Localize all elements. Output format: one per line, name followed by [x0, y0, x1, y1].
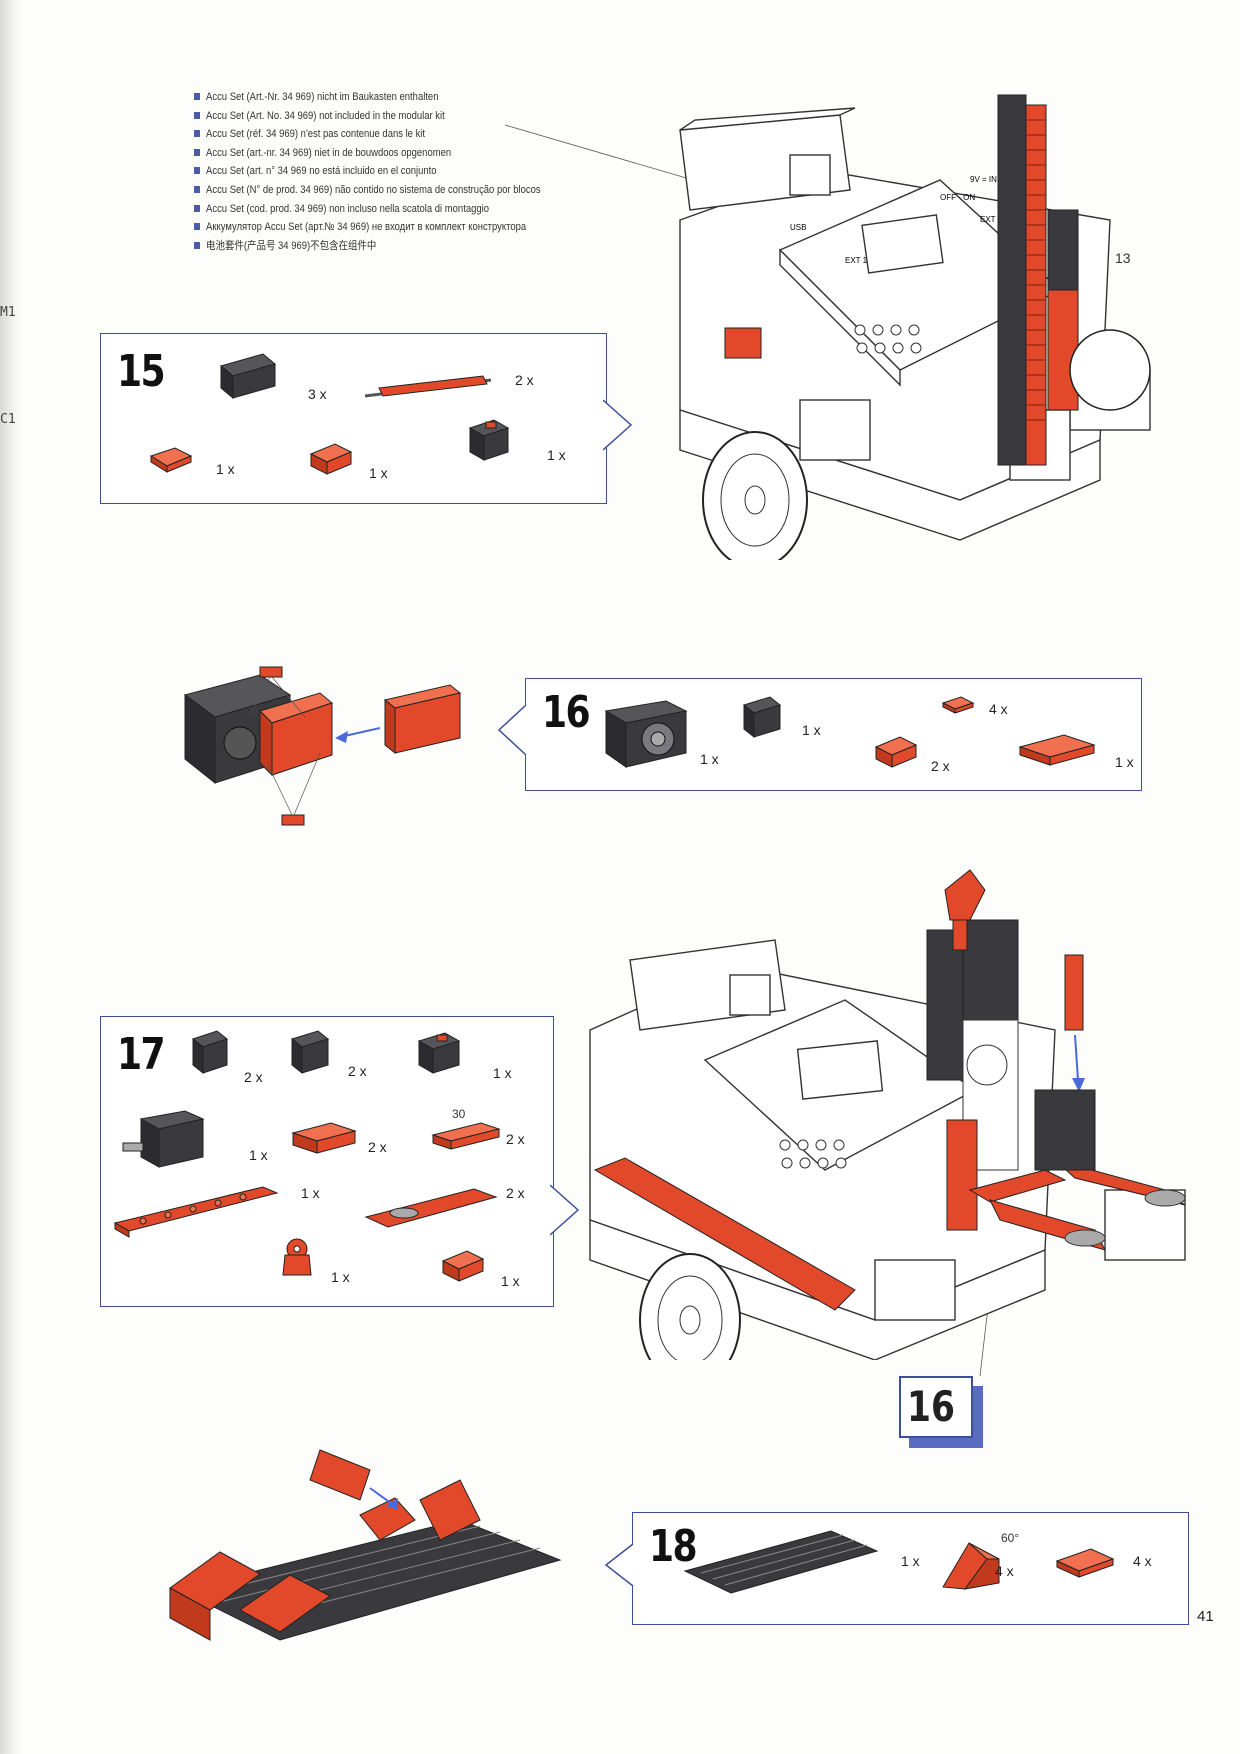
accu-note-it: Accu Set (cod. prod. 34 969) non incluso…: [194, 200, 541, 219]
step-17-box-pointer: [550, 1184, 580, 1236]
part-red-building-block-15-2-pegs: [874, 736, 918, 768]
part-black-gearbox-block: [742, 696, 782, 739]
qty-red-strut-plate: 1 x: [301, 1185, 320, 1201]
margin-mark-c1: C1: [0, 412, 16, 427]
qty-red-flat-peg-plate: 4 x: [1133, 1553, 1152, 1569]
qty-red-flat-plate-15: 1 x: [216, 461, 235, 477]
callout-13-label: 13: [1115, 250, 1131, 266]
qty-black-mini-motor: 1 x: [700, 751, 719, 767]
part-black-mini-motor-worm: [122, 1110, 205, 1168]
part-black-building-block-15: [191, 1030, 229, 1075]
part-black-mini-motor: [604, 700, 688, 768]
qty-red-building-block-30: 2 x: [506, 1131, 525, 1147]
part-red-building-block-15-2-pegs: [309, 443, 353, 475]
qty-black-mini-switch: 1 x: [547, 447, 566, 463]
label-60-degree: 60°: [1001, 1531, 1020, 1545]
accu-note-nl: Accu Set (art.-nr. 34 969) niet in de bo…: [194, 144, 541, 163]
part-black-chain-track: [683, 1530, 879, 1594]
part-black-mini-switch: [468, 419, 510, 461]
step-18-parts-box: 18 1 x 60° 4 x 4 x: [632, 1512, 1189, 1625]
label-30: 30: [452, 1107, 466, 1121]
qty-red-hinge-block: 1 x: [331, 1269, 350, 1285]
step-16-subassembly-illustration: [183, 666, 462, 826]
part-red-flat-plate-magnet: [364, 1188, 498, 1228]
part-red-peg-plate-small: [941, 696, 975, 714]
accu-note-de: Accu Set (Art.-Nr. 34 969) nicht im Bauk…: [194, 88, 541, 107]
part-red-building-block-15-2-pegs: [441, 1250, 485, 1282]
step-16-number: 16: [542, 687, 591, 738]
qty-red-peg-plate-small: 4 x: [989, 701, 1008, 717]
part-red-building-block-30: [431, 1122, 501, 1150]
qty-red-building-block-15-2-pegs: 2 x: [931, 758, 950, 774]
accu-note-es: Accu Set (art. n° 34 969 no está incluid…: [194, 162, 541, 181]
reference-badge-16: 16: [899, 1376, 973, 1438]
page-number: 41: [1197, 1608, 1214, 1625]
qty-red-building-block-15-red: 2 x: [368, 1139, 387, 1155]
qty-black-chain-track: 1 x: [901, 1553, 920, 1569]
accu-note-en: Accu Set (Art. No. 34 969) not included …: [194, 107, 541, 126]
part-red-strut-plate: [113, 1186, 279, 1238]
step-18-assembly-illustration: [169, 1449, 562, 1641]
accu-note-fr: Accu Set (réf. 34 969) n'est pas contenu…: [194, 125, 541, 144]
step-17-parts-box: 17 2 x 2 x 1 x 1 x 2 x 30 2 x: [100, 1016, 554, 1307]
book-gutter: [0, 0, 22, 1754]
part-black-building-block-30: [219, 353, 277, 400]
part-red-flat-plate-15: [149, 447, 193, 473]
accu-note-zh: 电池套件(产品号 34 969)不包含在组件中: [194, 237, 541, 256]
qty-black-mini-switch: 1 x: [493, 1065, 512, 1081]
step-15-model-illustration: USB EXT 1 EXT 2 OFF - ON 9V = IN: [679, 94, 1151, 560]
model-label-off-on: OFF - ON: [940, 193, 975, 202]
qty-black-building-block-15: 2 x: [244, 1069, 263, 1085]
step-17-model-illustration: [589, 869, 1186, 1360]
step-15-box-pointer: [603, 399, 633, 451]
model-label-ext2: EXT 2: [980, 215, 1003, 224]
qty-red-gear-rack-axle: 2 x: [515, 372, 534, 388]
step-15-parts-box: 15 3 x 2 x 1 x 1 x 1 x: [100, 333, 607, 504]
part-red-building-plate-30x15: [1018, 734, 1096, 766]
accu-note-list: Accu Set (Art.-Nr. 34 969) nicht im Bauk…: [194, 88, 597, 255]
step-17-number: 17: [117, 1029, 166, 1080]
reference-badge-16-number: 16: [907, 1382, 955, 1431]
model-label-usb: USB: [790, 223, 806, 232]
qty-red-building-block-15-2-pegs: 1 x: [369, 465, 388, 481]
step-18-number: 18: [649, 1521, 698, 1572]
margin-mark-m1: M1: [0, 305, 16, 320]
step-16-box-pointer: [497, 704, 527, 756]
qty-red-building-plate-30x15: 1 x: [1115, 754, 1134, 770]
part-black-gearbox-block: [290, 1030, 330, 1075]
step-15-number: 15: [117, 346, 166, 397]
qty-red-flat-plate-magnet: 2 x: [506, 1185, 525, 1201]
qty-red-building-block-15-2-pegs: 1 x: [501, 1273, 520, 1289]
step-18-box-pointer: [604, 1543, 634, 1587]
accu-note-ru: Аккумулятор Accu Set (арт.№ 34 969) не в…: [194, 218, 541, 237]
qty-black-building-block-30: 3 x: [308, 386, 327, 402]
part-red-flat-peg-plate: [1055, 1548, 1115, 1578]
qty-black-gearbox-block: 1 x: [802, 722, 821, 738]
model-label-9v: 9V = IN: [970, 175, 997, 184]
accu-note-pt: Accu Set (N° de prod. 34 969) não contid…: [194, 181, 541, 200]
part-red-hinge-block: [282, 1238, 312, 1276]
part-black-mini-switch: [417, 1032, 461, 1074]
qty-black-gearbox-block: 2 x: [348, 1063, 367, 1079]
step-16-parts-box: 16 1 x 1 x 4 x 2 x 1 x: [525, 678, 1142, 791]
part-red-gear-rack-axle: [364, 375, 492, 398]
qty-red-angle-block-60: 4 x: [995, 1563, 1014, 1579]
part-red-angle-block-60: [942, 1542, 1000, 1590]
model-label-ext1: EXT 1: [845, 256, 868, 265]
part-red-building-block-15-red: [291, 1122, 357, 1154]
qty-black-mini-motor-worm: 1 x: [249, 1147, 268, 1163]
